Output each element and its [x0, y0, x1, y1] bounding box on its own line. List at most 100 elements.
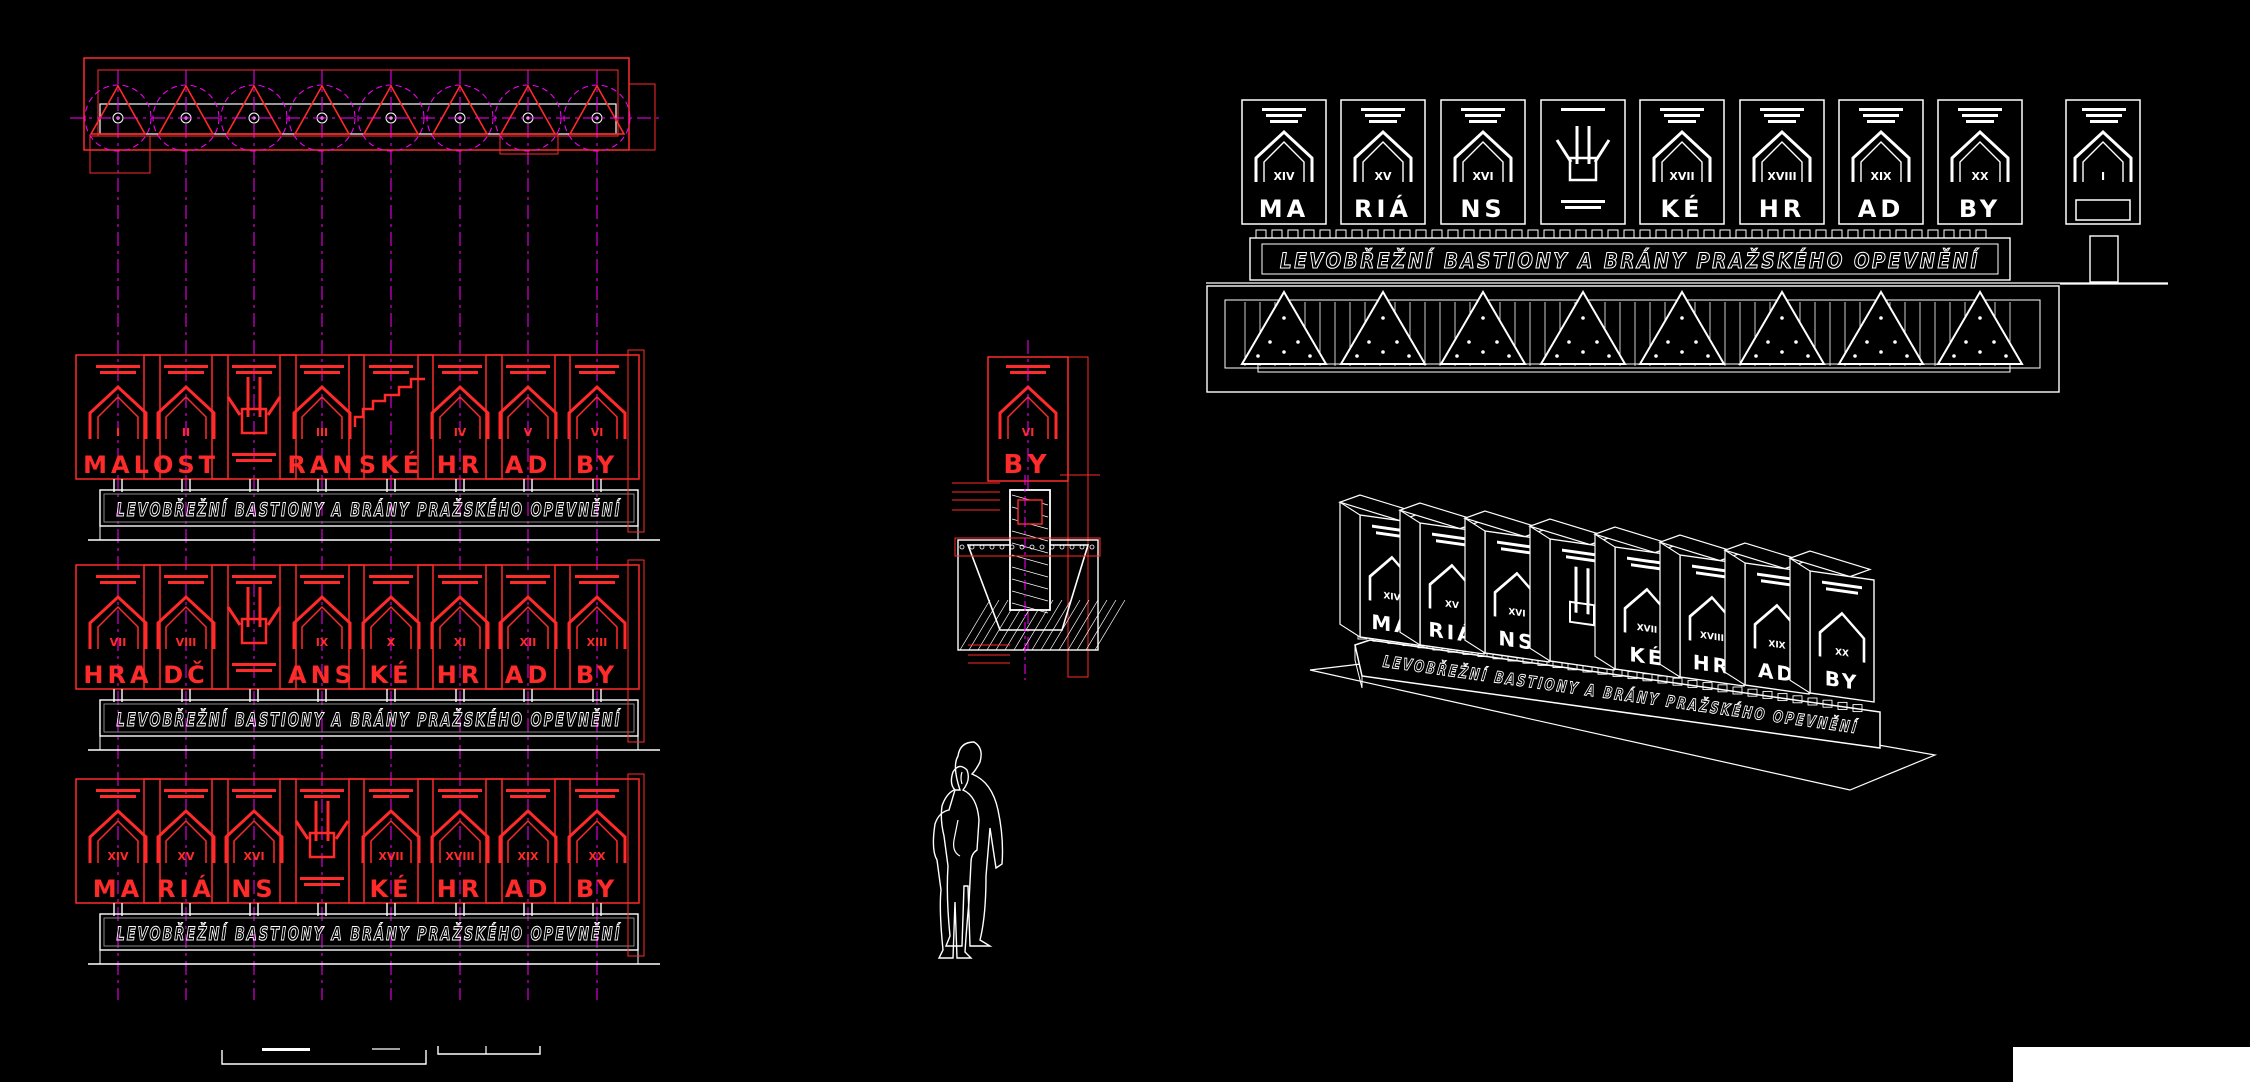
base-crenel — [1287, 229, 1299, 239]
panel-house-outline — [567, 384, 627, 439]
panel-caption-scribble — [373, 581, 409, 584]
panel-frame — [75, 564, 161, 690]
persp-panel-side — [1789, 557, 1811, 695]
persp-crenel — [1777, 693, 1788, 702]
base-crenel — [1831, 229, 1843, 239]
panel-gate-arm — [266, 396, 282, 416]
panel-caption-scribble — [164, 789, 208, 792]
panel-numeral: IV — [454, 426, 467, 439]
gravel — [1089, 544, 1095, 550]
panel-letters: KÉ — [1661, 194, 1704, 223]
plan-bolt — [2004, 354, 2008, 358]
panel-house-outline — [1851, 129, 1911, 182]
panel-label-block — [2075, 199, 2131, 221]
panel-house-outline — [88, 594, 148, 649]
panel-numeral: II — [182, 426, 190, 439]
base-crenel — [1527, 229, 1539, 239]
panel-numeral: XX — [1972, 170, 1989, 183]
side-dimension-frame — [1067, 356, 1089, 678]
scale-bracket-2 — [437, 1046, 541, 1055]
panel-numeral: III — [316, 426, 328, 439]
foundation-section-detail — [952, 474, 1126, 680]
persp-crenel — [1702, 682, 1713, 691]
panel-numeral: XIII — [587, 636, 608, 649]
panel-frame — [1739, 99, 1825, 225]
base-crenel — [1847, 229, 1859, 239]
gravel — [1069, 544, 1075, 550]
panel-letters: BY — [576, 661, 618, 689]
panel-frame — [75, 354, 161, 480]
panel-numeral: I — [2101, 170, 2105, 183]
panel-caption-scribble — [232, 789, 276, 792]
base-crenel — [1495, 229, 1507, 239]
persp-panel-side — [1724, 549, 1746, 687]
plan-bolt — [1964, 340, 1968, 344]
panel-house-inner — [301, 395, 343, 439]
panel-caption-scribble — [510, 795, 546, 798]
panel-caption-scribble — [1497, 540, 1537, 550]
panel-letters: SKÉ — [359, 450, 423, 479]
plan-bolt — [1495, 340, 1499, 344]
base-crenel — [1319, 229, 1331, 239]
banner-plinth — [99, 525, 639, 541]
panel-letters: RIÁ — [157, 874, 215, 903]
banner-base-inner — [103, 917, 635, 947]
base-crenel — [1351, 229, 1363, 239]
elevation-row-2: VIIHRAVIIIDČIXANSXKÉXIHRXIIADXIIIBYLEVOB… — [75, 559, 660, 751]
panel-house-outline — [498, 384, 558, 439]
panel-caption-scribble — [373, 795, 409, 798]
base-crenel — [1511, 229, 1523, 239]
plan-bolt — [1879, 316, 1883, 320]
gravel — [1039, 544, 1045, 550]
sign-panel: XII AD — [485, 564, 571, 690]
base-crenel — [1879, 229, 1891, 239]
panel-letters: KÉ — [370, 874, 413, 903]
side-dimension-frame — [627, 773, 645, 957]
panel-numeral: XV — [1375, 170, 1392, 183]
persp-panel-side — [1659, 541, 1681, 679]
panel-caption-scribble — [1757, 572, 1797, 582]
panel-house-outline — [1453, 129, 1513, 182]
persp-crenel — [1747, 688, 1758, 697]
panel-caption-scribble — [1262, 108, 1306, 111]
plan-bolt — [1395, 340, 1399, 344]
panel-caption-scribble — [438, 575, 482, 578]
panel-caption-scribble — [575, 365, 619, 368]
panel-letters: KÉ — [370, 660, 413, 689]
panel-letters: HR — [437, 451, 484, 479]
plan-bolt — [1455, 354, 1459, 358]
panel-house-outline — [567, 808, 627, 863]
panel-letters: AD — [505, 661, 552, 689]
panel-caption-scribble — [579, 795, 615, 798]
gravel — [959, 544, 965, 550]
plan-bolt — [1256, 354, 1260, 358]
base-inner — [1261, 243, 1999, 275]
panel-caption-scribble — [369, 789, 413, 792]
plan-edge — [1257, 363, 2011, 373]
panel-house-outline — [430, 384, 490, 439]
panel-house-outline — [156, 384, 216, 439]
panel-caption-scribble — [96, 365, 140, 368]
base-box — [1249, 237, 2011, 281]
panel-caption-scribble — [1660, 108, 1704, 111]
panel-numeral: XII — [520, 636, 537, 649]
panel-house-inner — [507, 819, 549, 863]
base-crenel — [1367, 229, 1379, 239]
persp-crenel — [1807, 697, 1818, 706]
panel-caption-scribble — [100, 581, 136, 584]
panel-house-inner — [1761, 141, 1803, 182]
base-crenel — [1479, 229, 1491, 239]
plan-slab — [1224, 299, 2041, 369]
panel-numeral: XIV — [1273, 170, 1295, 183]
plan-bolt — [1893, 340, 1897, 344]
panel-caption-scribble — [1822, 580, 1862, 590]
plan-bolt — [1806, 354, 1810, 358]
title-block-corner — [2013, 1047, 2250, 1082]
panel-letters: MA — [93, 875, 143, 903]
panel-caption-scribble — [1561, 200, 1605, 203]
panel-caption-scribble — [1465, 114, 1501, 117]
